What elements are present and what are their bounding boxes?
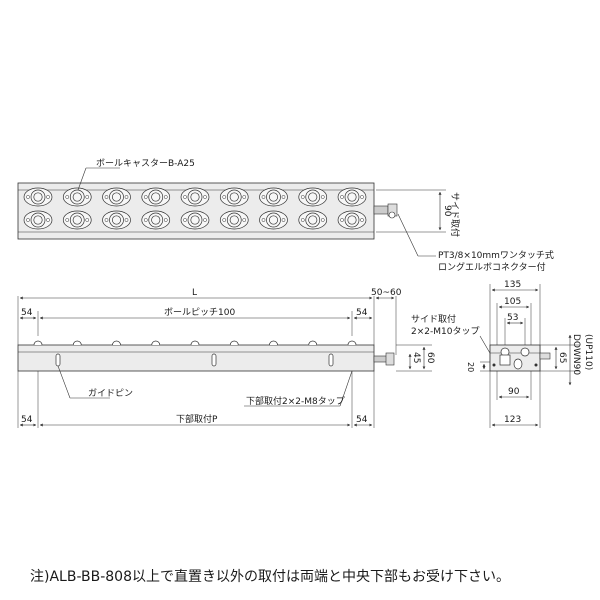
ball-top-icon <box>347 340 357 346</box>
dim-ball-pitch: ボールピッチ100 <box>164 307 235 318</box>
ball-caster-icon <box>141 187 171 207</box>
dim-53: 53 <box>507 313 518 323</box>
ball-caster-icon <box>23 187 53 207</box>
ball-caster-icon <box>62 187 92 207</box>
footnote: 注)ALB-BB-808以上で直置き以外の取付は両端と中央下部もお受け下さい。 <box>30 569 510 585</box>
dim-135: 135 <box>504 280 521 290</box>
dim-90-top: 90 <box>442 205 452 217</box>
ball-caster-icon <box>219 210 249 230</box>
ball-caster-icon <box>337 210 367 230</box>
dim-54-bottom-right: 54 <box>356 415 368 425</box>
front-connector-icon <box>373 352 395 366</box>
front-view-body <box>17 344 375 372</box>
ball-caster-icon <box>298 187 328 207</box>
ball-caster-array <box>23 187 367 230</box>
dim-down: DOWN90 <box>571 334 581 375</box>
dim-123: 123 <box>504 415 521 425</box>
ball-caster-icon <box>337 187 367 207</box>
dim-105: 105 <box>504 297 521 307</box>
dim-up: (UP110) <box>583 334 593 370</box>
ball-caster-icon <box>141 210 171 230</box>
side-mount-label-top: サイド取付 <box>449 192 460 237</box>
dim-54-bottom-left: 54 <box>21 415 33 425</box>
dim-54-top-right: 54 <box>356 308 368 318</box>
ball-top-array <box>33 340 357 346</box>
ball-caster-icon <box>259 187 288 207</box>
ball-caster-icon <box>62 210 92 230</box>
ball-caster-icon <box>298 210 328 230</box>
tap-label: 2×2-M10タップ <box>411 326 479 337</box>
dim-20: 20 <box>466 362 475 372</box>
ball-top-icon <box>308 340 318 346</box>
ball-caster-icon <box>23 210 53 230</box>
ball-top-icon <box>112 340 121 346</box>
connector-label-1: PT3/8×10mmワンタッチ式 <box>438 249 554 261</box>
dim-50-60: 50~60 <box>371 288 402 298</box>
guide-pin-label: ガイドピン <box>88 388 133 399</box>
ball-caster-icon <box>102 210 131 230</box>
front-view: L 50~60 54 ボールピッチ100 54 45 60 <box>17 288 435 428</box>
ball-top-icon <box>190 340 200 346</box>
side-view: 135 105 53 サイド取付 2×2-M10タップ 20 65 <box>411 280 593 428</box>
dim-90-side: 90 <box>508 387 520 397</box>
ball-caster-icon <box>180 187 210 207</box>
dim-65: 65 <box>557 352 567 363</box>
bottom-tap-label: 下部取付2×2-M8タップ <box>246 395 345 407</box>
dim-45: 45 <box>411 352 421 363</box>
ball-top-icon <box>269 340 278 346</box>
ball-top-icon <box>72 340 82 346</box>
ball-top-icon <box>229 340 239 346</box>
ball-caster-icon <box>219 187 249 207</box>
connector-label-2: ロングエルボコネクター付 <box>438 261 546 273</box>
dim-bottom-P: 下部取付P <box>176 413 218 425</box>
top-view: ボールキャスターB-A25 90 サイド取付 PT3/8×10mmワンタッチ式 … <box>17 158 554 273</box>
side-mount-label: サイド取付 <box>411 314 456 325</box>
dim-54-top-left: 54 <box>21 308 33 318</box>
side-caster-icon <box>492 347 538 370</box>
caster-label: ボールキャスターB-A25 <box>96 158 195 169</box>
ball-caster-icon <box>180 210 210 230</box>
ball-top-icon <box>151 340 161 346</box>
dim-60: 60 <box>425 352 435 364</box>
ball-caster-icon <box>102 187 131 207</box>
elbow-connector-icon <box>373 203 398 219</box>
ball-caster-icon <box>259 210 288 230</box>
guide-pin-icon <box>55 353 334 367</box>
ball-top-icon <box>33 340 43 346</box>
dim-L: L <box>192 288 197 298</box>
